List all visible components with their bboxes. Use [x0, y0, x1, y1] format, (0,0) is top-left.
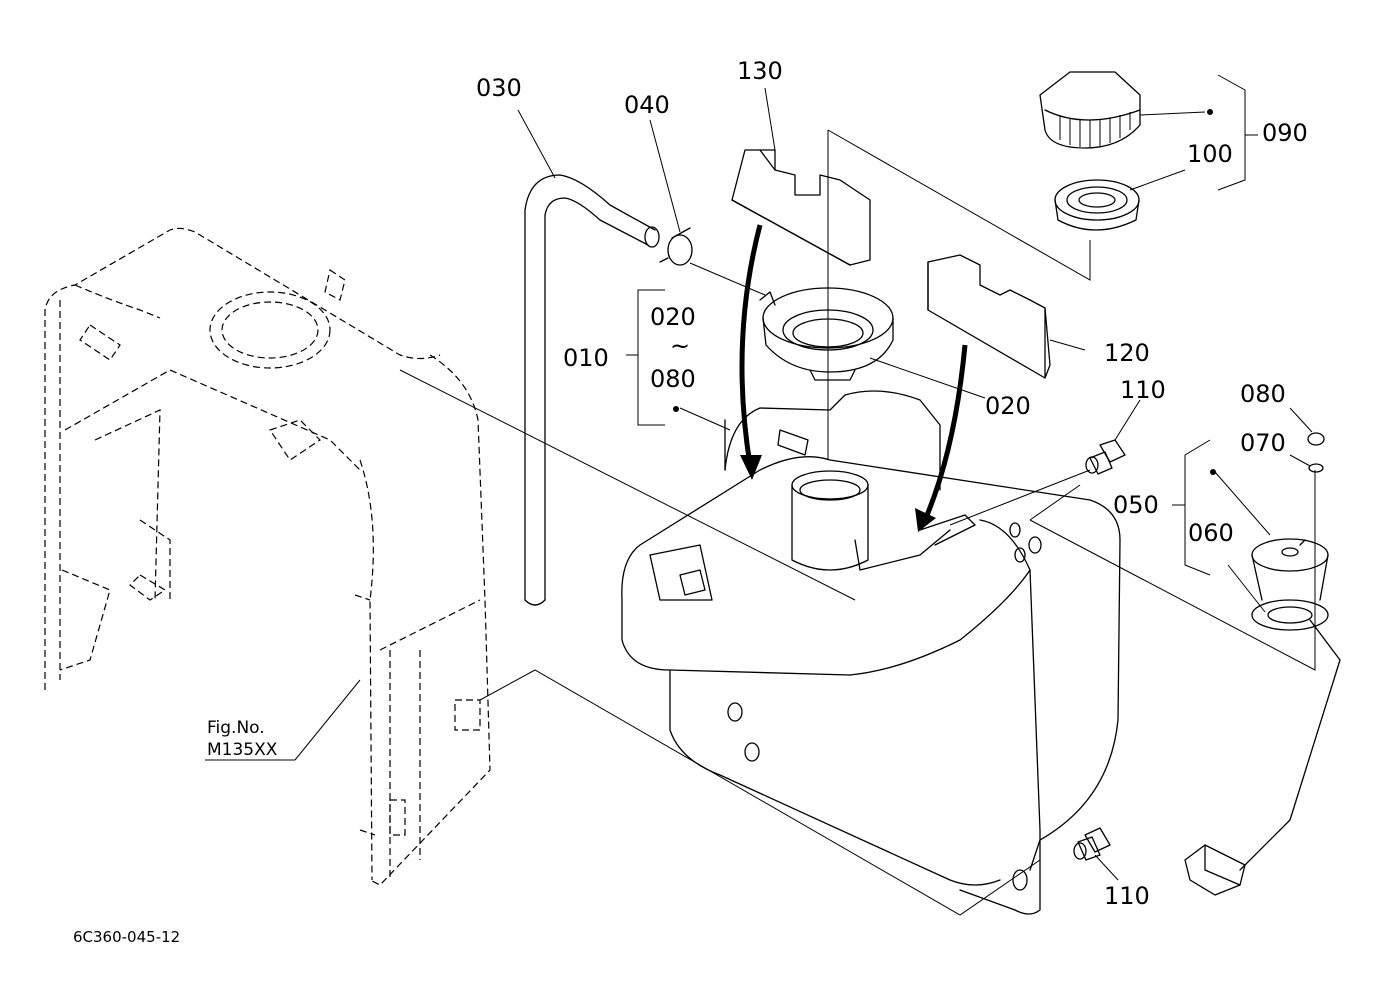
block-120: [927, 254, 1051, 379]
label-110-top: 110: [1120, 376, 1166, 404]
sender-unit-050: [1184, 432, 1341, 896]
label-080: 080: [1240, 380, 1286, 408]
label-130: 130: [737, 57, 783, 85]
hose-030: [524, 174, 660, 606]
fuel-tank: [621, 390, 1121, 915]
label-010: 010: [563, 344, 609, 372]
label-120: 120: [1104, 339, 1150, 367]
label-tilde: ~: [670, 332, 690, 360]
fig-label: Fig.No.: [207, 718, 265, 738]
seal-100: [1054, 179, 1140, 231]
leader-lines: [205, 87, 1316, 916]
label-070: 070: [1240, 429, 1286, 457]
label-020: 020: [985, 392, 1031, 420]
label-090: 090: [1262, 119, 1308, 147]
group-brackets: [626, 74, 1258, 576]
label-060: 060: [1188, 519, 1234, 547]
drawing-code: 6C360-045-12: [73, 928, 180, 946]
plug-110-top: [1085, 439, 1126, 475]
label-050: 050: [1113, 491, 1159, 519]
label-110-bottom: 110: [1104, 882, 1150, 910]
clamp-040: [659, 227, 693, 266]
label-040: 040: [624, 91, 670, 119]
assembly-arrows: [739, 224, 968, 532]
label-100: 100: [1187, 140, 1233, 168]
label-020-range: 020: [650, 303, 696, 331]
label-030: 030: [476, 74, 522, 102]
filler-neck-020: [759, 287, 894, 381]
label-080-range: 080: [650, 365, 696, 393]
plug-110-bottom: [1073, 827, 1111, 861]
part-labels: 030 040 130 010 020 ~ 080 020 120 110 11…: [73, 57, 1308, 946]
fig-number: M135XX: [207, 740, 278, 760]
bonnet-frame: [44, 227, 491, 886]
cap-090: [1039, 71, 1141, 149]
